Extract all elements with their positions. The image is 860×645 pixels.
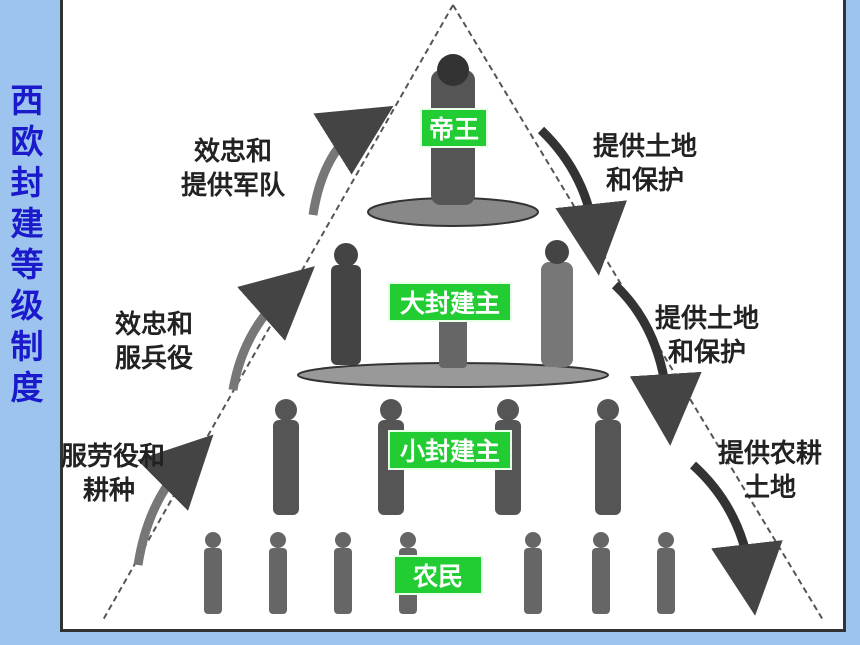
- small-lord-figure: [273, 420, 299, 515]
- peasant-head: [593, 532, 609, 548]
- label-loyalty-service: 效忠和 服兵役: [115, 310, 194, 374]
- tier-emperor: 帝王: [420, 108, 488, 148]
- peasant-figures: [204, 532, 675, 614]
- side-title-char: 等: [10, 245, 44, 284]
- great-lord-head: [545, 240, 569, 264]
- small-lord-head: [497, 399, 519, 421]
- side-title: 西 欧 封 建 等 级 制 度: [10, 80, 44, 408]
- peasant-figure: [269, 548, 287, 614]
- label-loyalty-army: 效忠和 提供军队: [181, 137, 286, 201]
- peasant-figure: [657, 548, 675, 614]
- great-lord-head: [334, 243, 358, 267]
- peasant-head: [400, 532, 416, 548]
- peasant-head: [205, 532, 221, 548]
- peasant-head: [270, 532, 286, 548]
- side-title-char: 建: [10, 204, 44, 243]
- arrow-down-great-lord: [537, 126, 627, 276]
- peasant-figure: [524, 548, 542, 614]
- arrow-up-great-lord: [228, 266, 315, 391]
- tier-peasant: 农民: [393, 555, 483, 595]
- peasant-head: [658, 532, 674, 548]
- tier-small-lord: 小封建主: [388, 430, 512, 470]
- side-title-char: 度: [10, 368, 44, 407]
- small-lord-head: [597, 399, 619, 421]
- label-land-protect-1: 提供土地 和保护: [593, 132, 698, 196]
- emperor-head: [437, 54, 469, 86]
- label-farmland: 提供农耕 土地: [718, 439, 823, 503]
- diagram-panel: 帝王 大封建主 小封建主 农民 效忠和 提供军队 效忠和 服兵役 服劳役和 耕种…: [60, 0, 846, 632]
- great-lord-figure: [541, 262, 573, 367]
- arrow-up-small-lord: [133, 434, 214, 566]
- tier-great-lord: 大封建主: [388, 282, 512, 322]
- peasant-figure: [204, 548, 222, 614]
- side-title-char: 级: [10, 286, 44, 325]
- side-title-char: 封: [10, 163, 44, 202]
- arrow-down-peasant: [689, 461, 783, 616]
- arrow-down-small-lord: [611, 281, 702, 446]
- peasant-head: [525, 532, 541, 548]
- peasant-head: [335, 532, 351, 548]
- great-lord-figure: [331, 265, 361, 365]
- side-title-char: 欧: [10, 122, 44, 161]
- side-title-char: 制: [10, 327, 44, 366]
- peasant-figure: [592, 548, 610, 614]
- peasant-figure: [334, 548, 352, 614]
- arrow-up-emperor: [308, 105, 394, 216]
- label-land-protect-2: 提供土地 和保护: [655, 304, 760, 368]
- small-lord-head: [275, 399, 297, 421]
- label-labor-farm: 服劳役和 耕种: [61, 442, 166, 506]
- side-title-char: 西: [10, 81, 44, 120]
- small-lord-figure: [595, 420, 621, 515]
- small-lord-head: [380, 399, 402, 421]
